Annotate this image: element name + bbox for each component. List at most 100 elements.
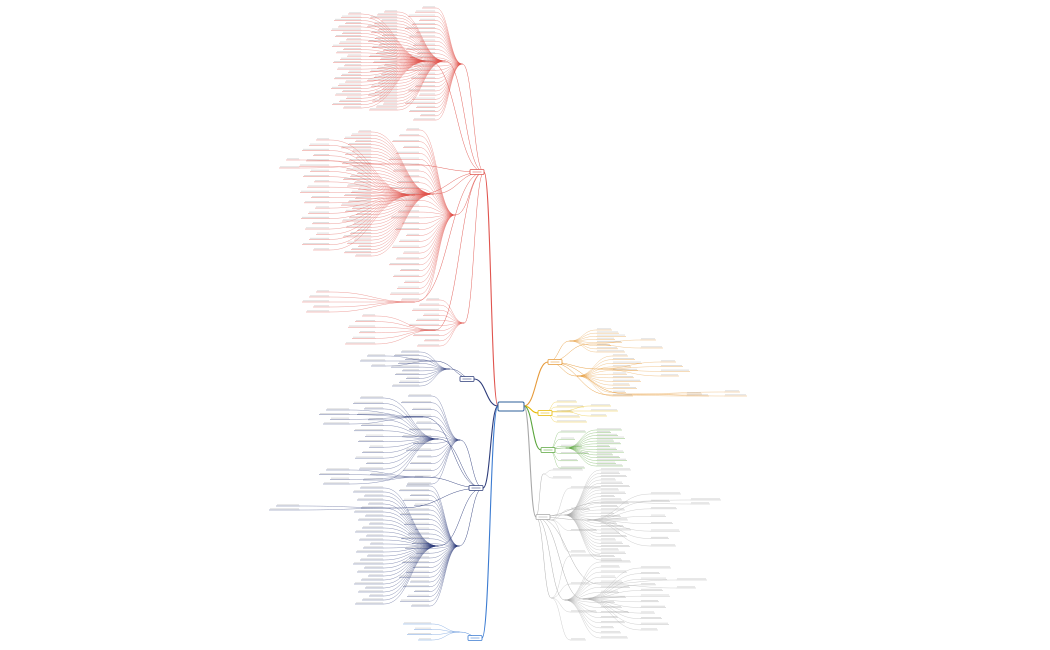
leaf-connector [564,561,601,601]
leaf-connector [371,141,434,195]
branch-connector [523,405,537,518]
leaf-connector [329,291,415,303]
branch-topic[interactable] [540,447,556,453]
leaf-connector [329,301,415,308]
leaf-connector [564,483,601,516]
leaf-connector [383,545,439,601]
leaf-connector [383,519,439,547]
leaf-connector [431,422,461,441]
leaf-connector [587,519,651,539]
leaf-connector [383,491,439,547]
branch-topic[interactable] [467,635,483,641]
leaf-connector [383,495,439,547]
leaf-connector [383,438,439,464]
leaf-connector [383,499,439,547]
leaf-connector [383,527,439,547]
leaf-connector [564,499,601,516]
leaf-connector [419,182,456,216]
leaf-connector [429,545,460,607]
branch-topic[interactable] [547,359,563,365]
branch-topic[interactable] [535,514,551,520]
leaf-connector [565,440,597,449]
branch-topic[interactable] [537,410,553,416]
leaf-connector [383,408,439,440]
leaf-connector [564,493,601,516]
leaf-connector [383,545,439,589]
leaf-connector [587,493,651,521]
leaf-connector [598,583,677,589]
branch-topic[interactable] [469,169,485,175]
sub-branch-connector [463,171,485,324]
branch-topic[interactable] [468,485,484,491]
leaf-connector [419,214,456,295]
leaf-connector [371,144,434,195]
leaf-connector [419,214,456,301]
leaf-connector [397,35,446,62]
leaf-connector [419,135,456,216]
leaf-connector [361,26,430,62]
leaf-connector [564,566,601,601]
leaf-connector [561,410,591,417]
leaf-connector [561,405,591,412]
leaf-connector [435,24,463,65]
leaf-connector [361,13,430,62]
leaf-connector [576,375,613,397]
leaf-connector [587,501,651,521]
leaf-connector [329,194,415,198]
leaf-connector [598,579,677,585]
leaf-connector [576,366,613,377]
sub-branch-connector [535,516,583,600]
leaf-connector [419,355,450,370]
leaf-connector [610,394,687,397]
leaf-connector [371,193,434,257]
sub-branch-connector [535,473,544,518]
leaf-connector [329,296,415,303]
leaf-connector [383,425,439,440]
branch-connector [523,361,549,407]
sub-branch-connector [459,487,484,547]
leaf-connector [565,429,597,449]
root-node-box [497,401,525,412]
leaf-connector [329,139,415,196]
branch-connector [483,171,499,407]
leaf-connector [565,447,597,467]
leaf-connector [439,322,465,336]
root-node[interactable] [497,401,525,412]
leaf-connector [383,403,439,440]
sub-branch-connector [435,171,485,331]
leaf-connector [576,359,613,377]
leaf-connector [349,416,424,425]
leaf-connector [543,473,553,479]
leaf-connector [361,23,430,62]
leaf-connector [397,32,446,62]
leaf-connector [371,135,434,195]
leaf-connector [429,545,460,578]
leaf-connector [431,439,461,485]
leaf-connector [569,339,597,342]
leaf-connector [565,447,597,461]
leaf-connector [565,432,597,449]
leaf-connector [329,301,415,313]
leaf-connector [431,439,461,471]
leaf-connector [431,439,461,458]
leaf-connector [383,438,439,453]
branch-topic[interactable] [459,376,475,382]
leaf-connector [329,171,415,196]
leaf-connector [397,44,446,62]
leaf-connector [419,214,456,277]
leaf-connector [627,393,725,397]
sub-branch-connector [455,171,485,216]
leaf-connector [429,545,460,563]
leaf-connector [431,436,461,441]
sub-branch-connector [547,340,570,363]
leaf-connector [627,391,725,395]
leaf-connector [419,176,456,216]
leaf-connector [419,141,456,216]
leaf-connector [587,519,651,547]
leaf-connector [419,368,450,387]
leaf-connector [371,150,434,195]
leaf-connector [299,159,402,165]
leaf-connector [582,598,641,631]
leaf-connector [299,163,402,169]
leaf-connector [383,438,439,481]
